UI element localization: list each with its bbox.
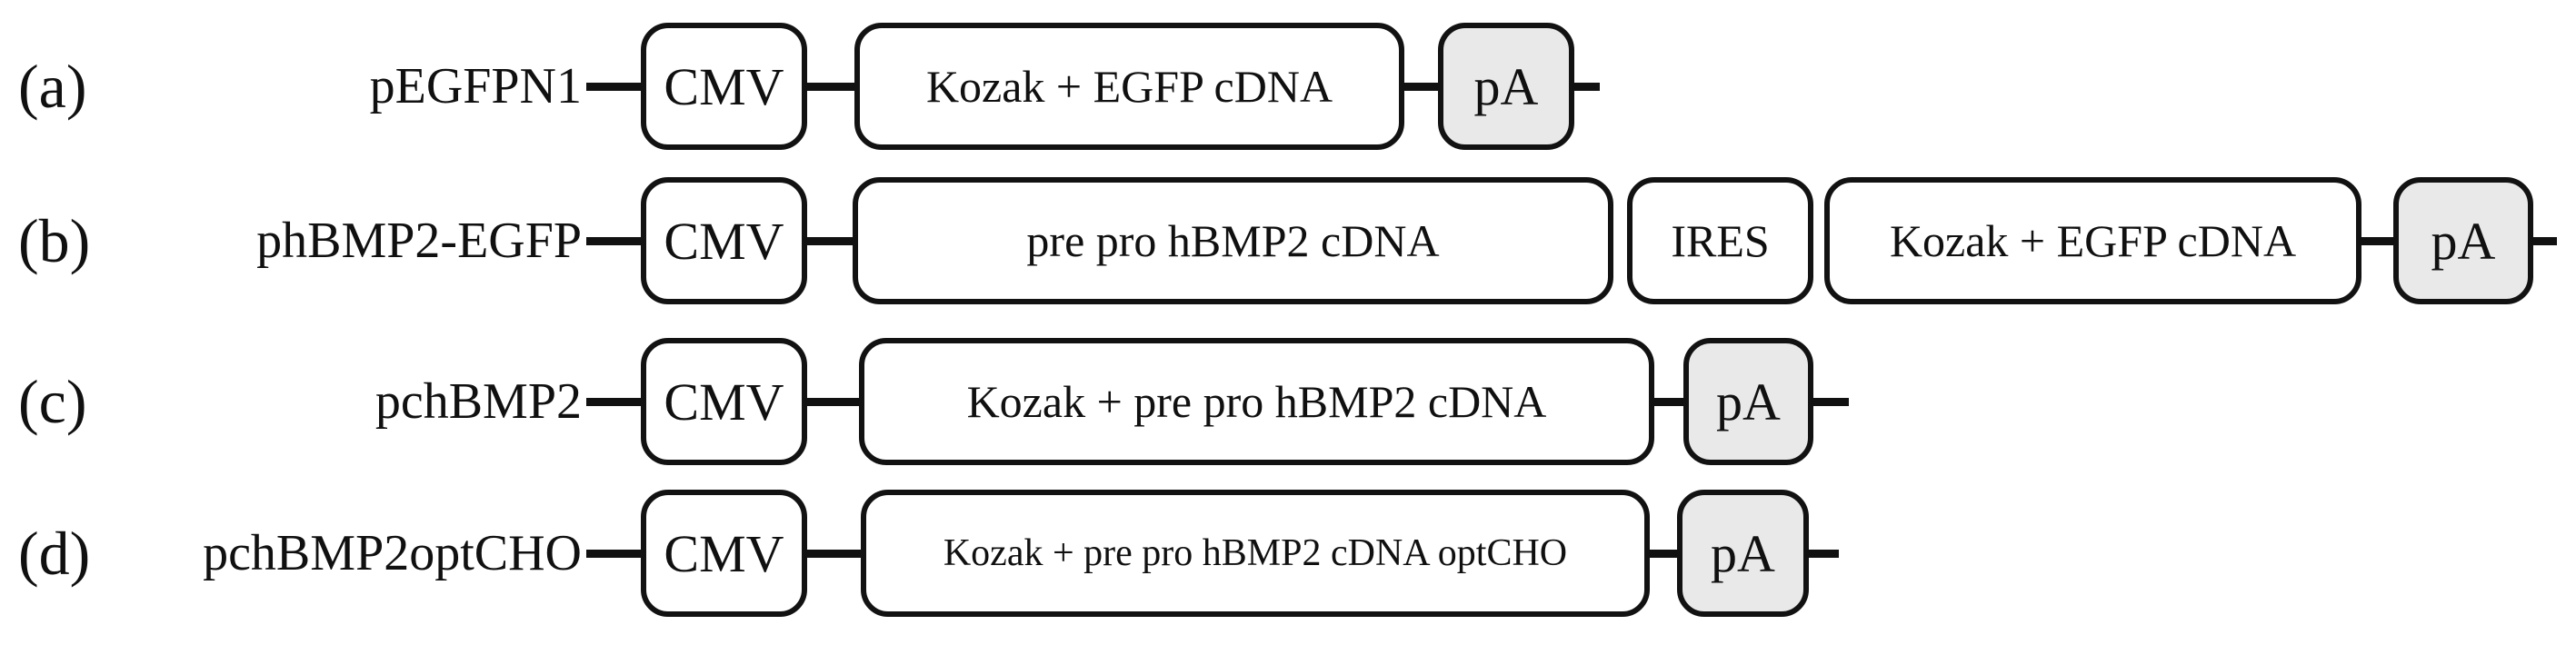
backbone-line [1811, 398, 1849, 406]
backbone-line [1572, 83, 1600, 91]
element-label: pA [1716, 372, 1781, 432]
backbone-line [586, 550, 643, 558]
element-box-kozak-egfp: Kozak + EGFP cDNA [1824, 177, 2361, 304]
construct-index-label: (d) [18, 518, 91, 588]
element-label: CMV [664, 211, 784, 271]
element-label: Kozak + EGFP cDNA [1889, 215, 2297, 266]
construct-index-label: (a) [18, 51, 87, 121]
element-box-cmv: CMV [641, 338, 807, 465]
element-box-cmv: CMV [641, 177, 807, 304]
connector-line [2359, 237, 2396, 245]
element-box-cmv: CMV [641, 490, 807, 617]
element-box-kozak-hbmp2: Kozak + pre pro hBMP2 cDNA [859, 338, 1654, 465]
element-box-cmv: CMV [641, 23, 807, 150]
connector-line [804, 550, 864, 558]
backbone-line [2531, 237, 2557, 245]
element-box-pa: pA [1683, 338, 1813, 465]
backbone-line [586, 237, 643, 245]
element-label: pA [1711, 523, 1775, 583]
connector-line [804, 398, 862, 406]
backbone-line [586, 398, 643, 406]
construct-name-label: pEGFPN1 [369, 58, 582, 114]
element-box-pa: pA [2393, 177, 2533, 304]
construct-row-b: (b) phBMP2-EGFP CMV pre pro hBMP2 cDNA I… [0, 177, 2576, 304]
construct-name-label: pchBMP2optCHO [203, 525, 582, 581]
element-label: CMV [664, 56, 784, 116]
element-label: Kozak + EGFP cDNA [925, 61, 1333, 112]
element-label: pA [2431, 211, 2496, 271]
construct-index-label: (c) [18, 366, 87, 436]
construct-name-label: pchBMP2 [374, 373, 582, 430]
backbone-line [586, 83, 643, 91]
connector-line [1402, 83, 1441, 91]
element-box-kozak-egfp: Kozak + EGFP cDNA [854, 23, 1404, 150]
construct-row-c: (c) pchBMP2 CMV Kozak + pre pro hBMP2 cD… [0, 338, 2576, 465]
element-box-hbmp2: pre pro hBMP2 cDNA [853, 177, 1613, 304]
element-box-pa: pA [1677, 490, 1809, 617]
element-label: CMV [664, 523, 784, 583]
element-label: pre pro hBMP2 cDNA [1026, 215, 1440, 266]
element-label: CMV [664, 372, 784, 432]
element-label: pA [1473, 56, 1539, 116]
element-label: Kozak + pre pro hBMP2 cDNA optCHO [943, 532, 1568, 574]
element-box-ires: IRES [1627, 177, 1813, 304]
element-label: IRES [1671, 215, 1770, 266]
connector-line [1647, 550, 1680, 558]
element-label: Kozak + pre pro hBMP2 cDNA [966, 376, 1547, 427]
construct-index-label: (b) [18, 205, 91, 275]
construct-row-d: (d) pchBMP2optCHO CMV Kozak + pre pro hB… [0, 490, 2576, 617]
connector-line [804, 237, 855, 245]
element-box-kozak-hbmp2-optcho: Kozak + pre pro hBMP2 cDNA optCHO [861, 490, 1650, 617]
connector-line [1652, 398, 1686, 406]
construct-name-label: phBMP2-EGFP [256, 213, 582, 269]
element-box-pa: pA [1438, 23, 1574, 150]
connector-line [804, 83, 856, 91]
construct-row-a: (a) pEGFPN1 CMV Kozak + EGFP cDNA pA [0, 23, 2576, 150]
backbone-line [1806, 550, 1839, 558]
